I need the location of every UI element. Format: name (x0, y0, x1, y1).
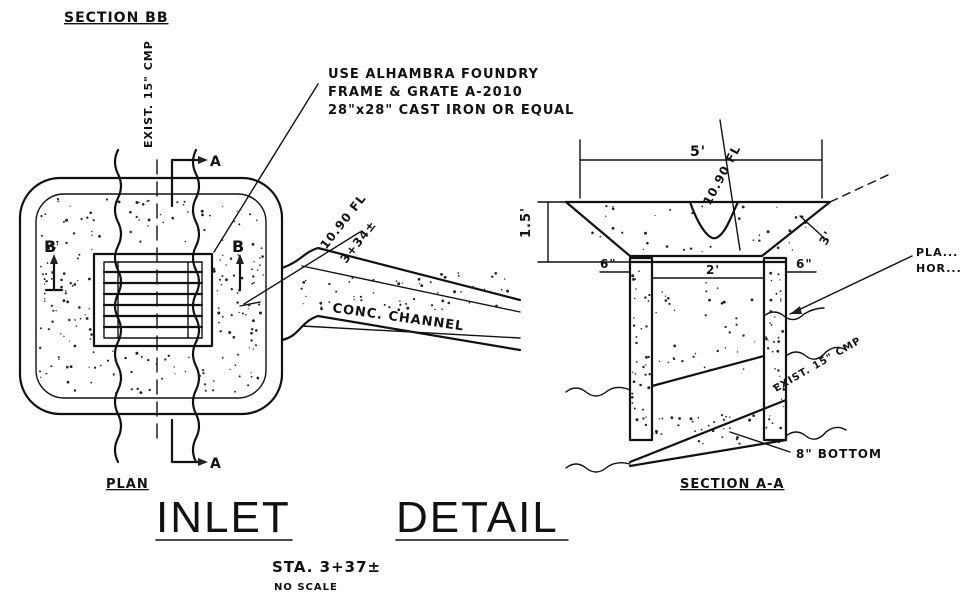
slope-dimension: 3' (816, 228, 835, 247)
note-leader-section (719, 119, 741, 251)
section-marker-a-top: A (210, 154, 222, 170)
section-bb-label: SECTION BB (64, 10, 169, 26)
bottom-leader (729, 431, 791, 453)
plan-view: A A B B SECTION BB EXIST. 15" CMP 10.90 … (18, 10, 522, 492)
section-elevation-label: 10.90 FL (700, 143, 743, 208)
section-b-marker-left: B (44, 237, 64, 292)
right-wall (762, 256, 788, 442)
title-word-detail: DETAIL (396, 493, 559, 542)
drawing-title: INLET DETAIL STA. 3+37± NO SCALE (155, 493, 569, 593)
bottom-label: 8" BOTTOM (796, 447, 882, 461)
wall-wave-right (763, 307, 825, 321)
pipe-top (650, 354, 766, 388)
section-marker-a-bottom: A (210, 456, 222, 472)
section-marker-b-right: B (232, 237, 245, 256)
title-word-inlet: INLET (156, 493, 291, 542)
pad-inner-outline (35, 193, 267, 399)
section-b-marker-right: B (232, 237, 245, 292)
opening-dimension: 2' (706, 263, 720, 277)
note-leader-plan (213, 83, 319, 253)
exist-cmp-label: EXIST. 15" CMP (142, 40, 155, 148)
plaster-leader (789, 255, 913, 315)
scale-label: NO SCALE (274, 582, 338, 593)
section-aa-view: 5' 1.5' 3' 6" 2' 6" (519, 139, 962, 492)
plaster-note-2: HOR... (916, 262, 962, 275)
left-wall-dimension: 6" (600, 257, 617, 271)
width-dimension: 5' (690, 144, 706, 160)
station-label: STA. 3+37± (272, 558, 381, 576)
note-line-1: USE ALHAMBRA FOUNDRY (328, 67, 539, 82)
section-a-marker-top: A (170, 154, 222, 208)
pipe-wave-right-top (785, 346, 847, 360)
section-marker-b-left: B (44, 237, 57, 256)
pad-outline (18, 176, 284, 416)
note-line-3: 28"x28" CAST IRON OR EQUAL (328, 103, 574, 118)
pipe-wave-right-bottom (785, 426, 847, 440)
depth-dimension: 1.5' (519, 207, 534, 238)
plan-label: PLAN (106, 477, 149, 492)
pipe-wave-left-top (565, 386, 631, 397)
left-wall (628, 256, 654, 442)
elevation-leader-plan (243, 231, 361, 305)
section-a-marker-bottom: A (170, 418, 222, 472)
section-stipple (591, 205, 807, 445)
plaster-note-1: PLA... (916, 246, 958, 259)
grate-note: USE ALHAMBRA FOUNDRY FRAME & GRATE A-201… (328, 67, 741, 251)
grate (92, 252, 214, 348)
concrete-channel (239, 246, 522, 352)
funnel-notch (688, 200, 740, 240)
bottom-slab (628, 398, 788, 468)
note-line-2: FRAME & GRATE A-2010 (328, 85, 523, 100)
section-aa-title: SECTION A-A (680, 477, 784, 492)
right-wall-dimension: 6" (796, 257, 813, 271)
funnel-top (564, 200, 832, 258)
pad-stipple (39, 198, 510, 395)
pipe-wave-left-bottom (565, 461, 631, 473)
